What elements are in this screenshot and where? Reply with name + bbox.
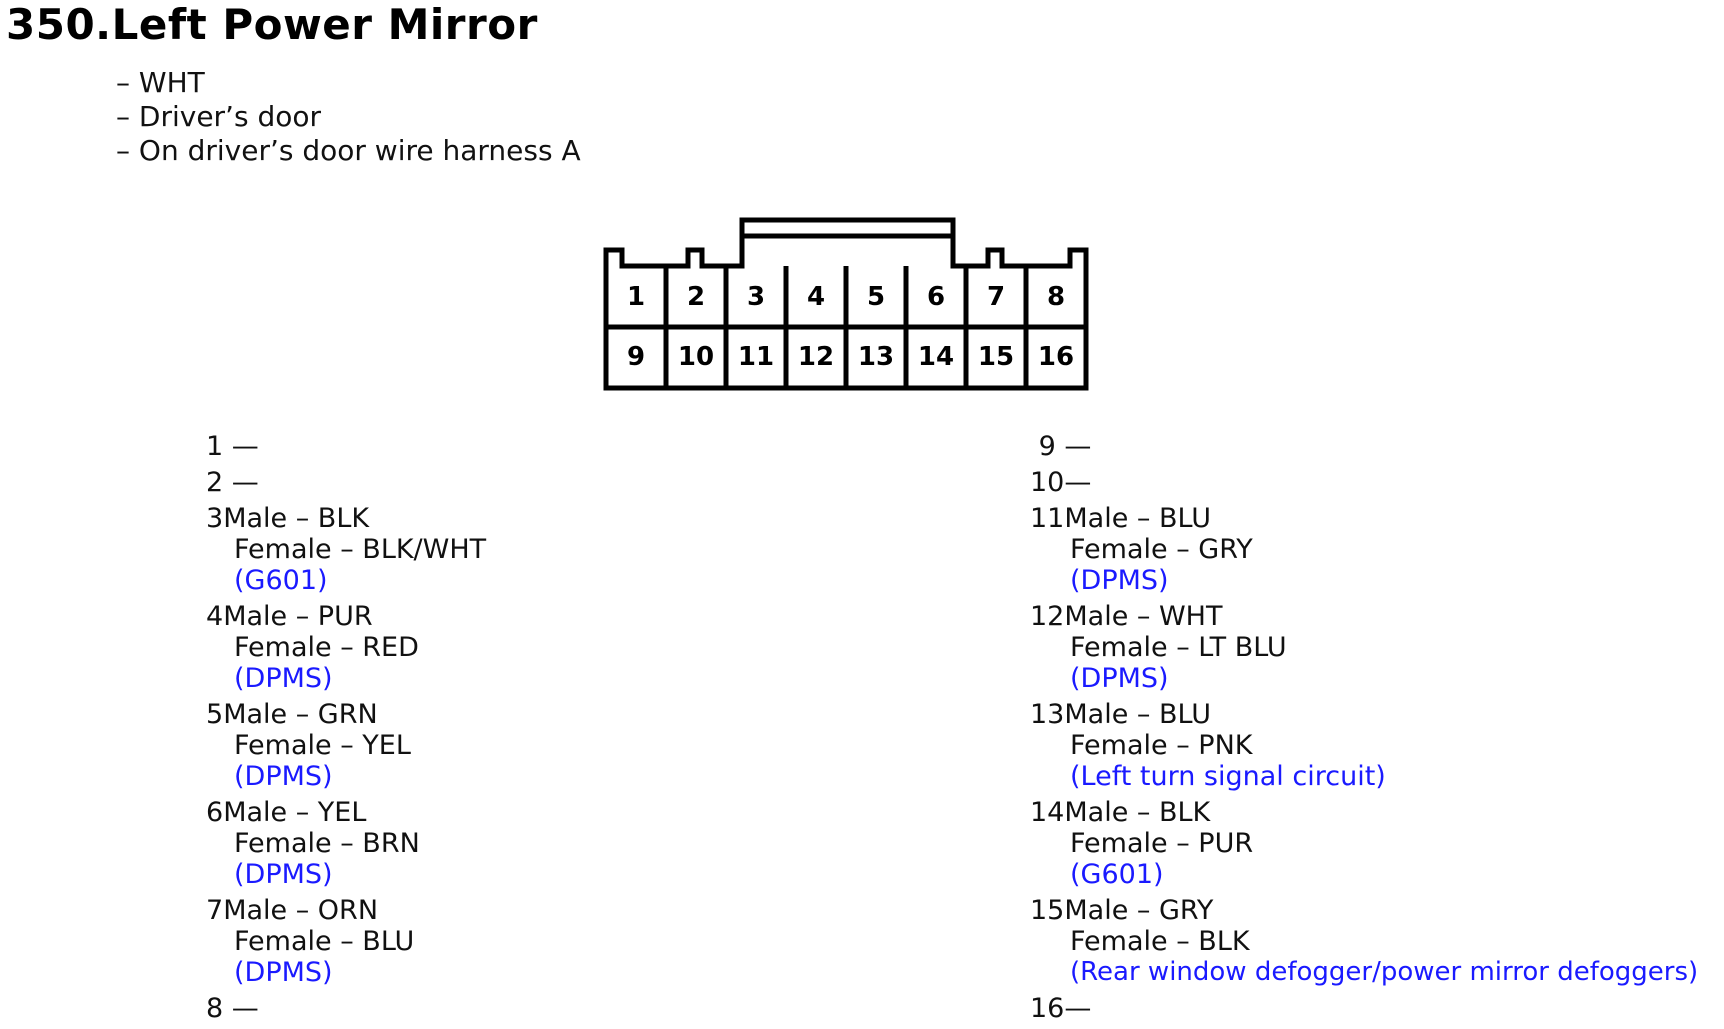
pin-number: 16— [1030,993,1092,1024]
female-wire: Female – BLK [1070,926,1250,957]
pin-label-4: 4 [807,282,825,312]
pin-list-left: 1 — 2 — 3Male – BLK Female – BLK/WHT (G6… [206,431,486,1029]
female-wire: Female – LT BLU [1070,632,1287,663]
pin-label-13: 13 [858,342,894,372]
male-wire: Male – YEL [223,797,367,828]
male-wire: Male – BLK [223,503,370,534]
female-wire: Female – BLK/WHT [234,534,487,565]
pin-entry-8: 8 — [206,993,486,1024]
circuit-note: (DPMS) [1070,663,1169,694]
pin-entry-5: 5Male – GRN Female – YEL (DPMS) [206,699,486,792]
pin-entry-12: 12Male – WHT Female – LT BLU (DPMS) [1030,601,1698,694]
pin-label-1: 1 [627,282,645,312]
female-wire: Female – YEL [234,730,411,761]
male-wire: Male – GRN [223,699,378,730]
connector-harness: – On driver’s door wire harness A [116,134,581,167]
circuit-note: (DPMS) [1070,565,1169,596]
pin-number: 9 — [1030,431,1092,462]
female-wire: Female – BRN [234,828,420,859]
pin-entry-1: 1 — [206,431,486,462]
pin-entry-2: 2 — [206,467,486,498]
pin-number: 1 — [206,431,259,462]
female-wire: Female – GRY [1070,534,1253,565]
male-wire: Male – BLK [1064,797,1211,828]
pin-label-10: 10 [678,342,714,372]
pin-entry-14: 14Male – BLK Female – PUR (G601) [1030,797,1698,890]
pin-number: 8 — [206,993,259,1024]
female-wire: Female – PNK [1070,730,1253,761]
pin-number: 14 [1030,797,1065,828]
circuit-note: (Left turn signal circuit) [1070,761,1386,792]
male-wire: Male – ORN [223,895,379,926]
circuit-note: (DPMS) [234,859,333,890]
female-wire: Female – PUR [1070,828,1254,859]
connector-diagram: 1 2 3 4 5 6 7 8 9 10 11 12 13 14 15 16 [603,217,1089,391]
pin-number: 15 [1030,895,1065,926]
pin-label-14: 14 [918,342,954,372]
circuit-note: (G601) [234,565,328,596]
pin-number: 7 [206,895,224,926]
circuit-note: (DPMS) [234,663,333,694]
pin-label-6: 6 [927,282,945,312]
pin-label-9: 9 [627,342,645,372]
pin-number: 10— [1030,467,1092,498]
pin-entry-16: 16— [1030,993,1698,1024]
pin-entry-10: 10— [1030,467,1698,498]
pin-entry-6: 6Male – YEL Female – BRN (DPMS) [206,797,486,890]
pin-entry-4: 4Male – PUR Female – RED (DPMS) [206,601,486,694]
pin-label-11: 11 [738,342,774,372]
connector-housing [603,217,1089,391]
pin-number: 6 [206,797,224,828]
pin-label-5: 5 [867,282,885,312]
circuit-note: (Rear window defogger/power mirror defog… [1070,957,1699,987]
pin-label-3: 3 [747,282,765,312]
pin-list-right: 9 — 10— 11Male – BLU Female – GRY (DPMS)… [1030,431,1698,1029]
pin-number: 13 [1030,699,1065,730]
pin-number: 12 [1030,601,1065,632]
connector-details: – WHT – Driver’s door – On driver’s door… [116,66,581,168]
female-wire: Female – BLU [234,926,415,957]
pin-entry-15: 15Male – GRY Female – BLK (Rear window d… [1030,895,1698,988]
pin-label-2: 2 [687,282,705,312]
pin-label-12: 12 [798,342,834,372]
male-wire: Male – PUR [223,601,373,632]
female-wire: Female – RED [234,632,419,663]
circuit-note: (DPMS) [234,761,333,792]
pin-label-16: 16 [1038,342,1074,372]
page-title: 350.Left Power Mirror [6,0,538,49]
male-wire: Male – BLU [1064,699,1211,730]
pin-entry-9: 9 — [1030,431,1698,462]
pin-number: 5 [206,699,224,730]
pin-entry-13: 13Male – BLU Female – PNK (Left turn sig… [1030,699,1698,792]
circuit-note: (DPMS) [234,957,333,988]
male-wire: Male – WHT [1064,601,1223,632]
pin-number: 11 [1030,503,1065,534]
connector-location: – Driver’s door [116,100,321,133]
connector-color: – WHT [116,66,205,99]
pin-entry-7: 7Male – ORN Female – BLU (DPMS) [206,895,486,988]
pin-entry-3: 3Male – BLK Female – BLK/WHT (G601) [206,503,486,596]
pin-number: 4 [206,601,224,632]
pin-label-7: 7 [987,282,1005,312]
male-wire: Male – BLU [1064,503,1211,534]
pin-number: 2 — [206,467,259,498]
pin-entry-11: 11Male – BLU Female – GRY (DPMS) [1030,503,1698,596]
male-wire: Male – GRY [1064,895,1214,926]
pin-number: 3 [206,503,224,534]
pin-label-15: 15 [978,342,1014,372]
circuit-note: (G601) [1070,859,1164,890]
pin-label-8: 8 [1047,282,1065,312]
